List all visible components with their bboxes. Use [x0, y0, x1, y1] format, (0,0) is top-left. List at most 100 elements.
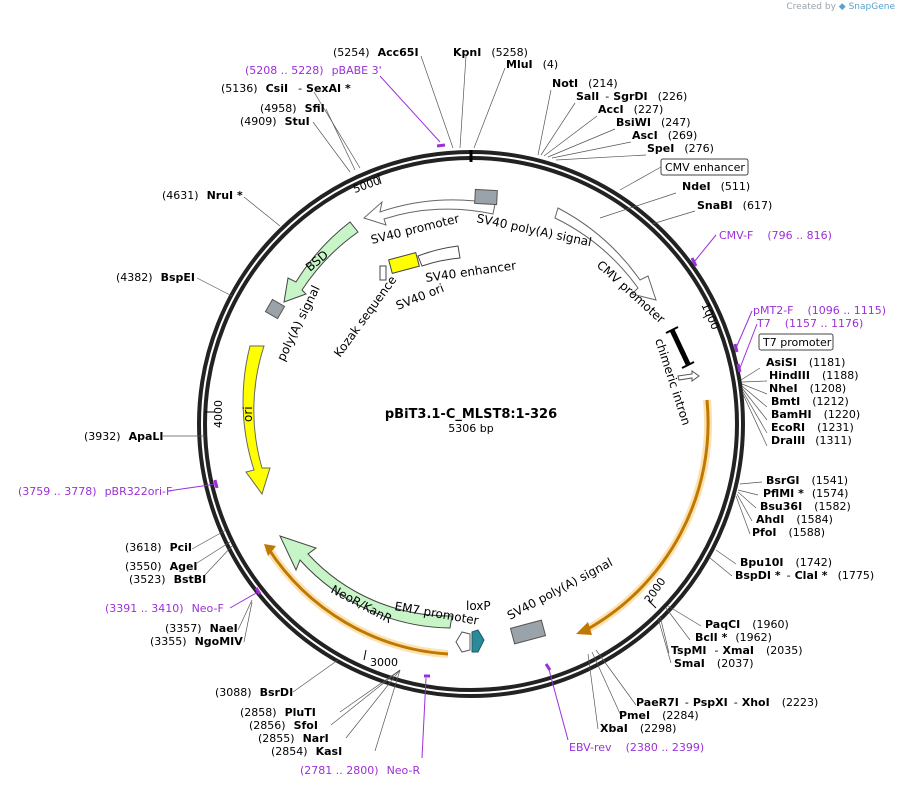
site-bcli: BclI *(1962) — [695, 631, 772, 644]
grey-feature-top — [474, 188, 498, 206]
primer-leader-lines — [167, 75, 758, 759]
site-bsrdi: (3088)BsrDI — [215, 686, 293, 699]
tick-1000: 1000 — [698, 301, 721, 332]
sv40-enhancer-box — [417, 245, 461, 267]
site-noti: NotI(214) — [552, 77, 618, 90]
tick-label-3000: 3000 — [370, 656, 398, 669]
orf-arc-left — [266, 547, 449, 656]
site-paer7i: PaeR7I-PspXI-XhoI(2223) — [636, 696, 818, 709]
site-bsiwi: BsiWI(247) — [616, 116, 691, 129]
tick-label-4000: 4000 — [212, 400, 225, 428]
tick-3000: 3000 — [363, 649, 398, 669]
site-smai: SmaI(2037) — [674, 657, 753, 670]
site-ndei: NdeI(511) — [682, 180, 750, 193]
primer-marks — [213, 143, 742, 678]
site-ecori: EcoRI(1231) — [771, 421, 854, 434]
bsd-arrow — [283, 221, 359, 303]
site-nari: (2855)NarI — [258, 732, 329, 745]
site-kasi: (2854)KasI — [271, 745, 342, 758]
tick-label-1000: 1000 — [698, 301, 721, 332]
chimeric-intron-cap-top — [665, 326, 679, 334]
loxp-arrow — [471, 629, 485, 653]
feature-ori: ori — [241, 406, 255, 422]
site-mlui: MluI(4) — [506, 58, 558, 71]
site-bspei: (4382)BspEI — [116, 271, 195, 284]
neo-kanr-arrow — [279, 535, 453, 629]
site-asisi: AsiSI(1181) — [766, 356, 845, 369]
site-tspmi: TspMI-XmaI(2035) — [671, 644, 803, 657]
site-xbai: XbaI(2298) — [600, 722, 676, 735]
site-sali: SalI-SgrDI(226) — [576, 90, 687, 103]
kozak-mark — [379, 265, 387, 281]
site-pfoi: PfoI(1588) — [752, 526, 825, 539]
site-spei: SpeI(276) — [647, 142, 714, 155]
em7-small-arrow — [455, 631, 471, 653]
site-pluti: (2858)PluTI — [240, 706, 316, 719]
primer-pbabe3: (5208 .. 5228)pBABE 3' — [245, 64, 382, 77]
site-ahdi: AhdI(1584) — [756, 513, 833, 526]
site-naei: (3357)NaeI — [165, 622, 238, 635]
sv40-ori-box — [388, 252, 420, 274]
chimeric-intron-cap-bottom — [681, 361, 695, 369]
site-draiii: DraIII(1311) — [771, 434, 852, 447]
site-pflmi: PflMI *(1574) — [763, 487, 848, 500]
tick-4000: 4000 — [205, 400, 225, 428]
feature-sv40-ori: SV40 ori — [394, 281, 446, 313]
sv40-promoter-arrow — [363, 199, 496, 226]
primer-pmt2-f: pMT2-F(1096 .. 1115) — [753, 304, 886, 317]
grey-feature-bottom — [509, 619, 547, 645]
t7-promoter-box — [758, 333, 834, 351]
orf-arc-right — [585, 399, 710, 632]
primer-pbr322ori-f: (3759 .. 3778)pBR322ori-F — [18, 485, 172, 498]
feature-kozak: Kozak sequence — [331, 273, 399, 360]
site-acci: AccI(227) — [598, 103, 663, 116]
ori-arrow — [242, 345, 271, 496]
credit-prefix: Created by — [786, 2, 836, 12]
feature-sv40-polya-top: SV40 poly(A) signal — [475, 211, 593, 249]
site-pcii: (3618)PciI — [125, 541, 192, 554]
site-acc65i: (5254)Acc65I — [333, 46, 419, 59]
feature-loxp: loxP — [466, 599, 491, 613]
primer-t7: T7(1157 .. 1176) — [756, 317, 863, 330]
site-hindiii: HindIII(1188) — [769, 369, 859, 382]
t7-promoter-label: T7 promoter — [762, 336, 832, 349]
feature-sv40-polya-bottom: SV40 poly(A) signal — [505, 555, 615, 622]
cmv-promoter-arrow — [554, 207, 657, 301]
site-bamhi: BamHI(1220) — [771, 408, 860, 421]
credit-brand: SnapGene — [848, 2, 895, 12]
site-nhei: NheI(1208) — [769, 382, 846, 395]
site-ngomiv: (3355)NgoMIV — [150, 635, 243, 648]
primer-cmv-f: CMV-F(796 .. 816) — [719, 229, 832, 242]
cmv-enhancer-label: CMV enhancer — [665, 161, 745, 174]
feature-chimeric-intron: chimeric intron — [652, 337, 693, 427]
site-bsu36i: Bsu36I(1582) — [760, 500, 851, 513]
site-kpni: KpnI(5258) — [453, 46, 528, 59]
plasmid-length: 5306 bp — [448, 422, 493, 435]
site-sfoi: (2856)SfoI — [249, 719, 318, 732]
site-nrui: (4631)NruI * — [162, 189, 243, 202]
site-bpu10i: Bpu10I(1742) — [740, 556, 832, 569]
site-bmti: BmtI(1212) — [771, 395, 849, 408]
plasmid-name: pBiT3.1-C_MLST8:1-326 — [385, 407, 557, 422]
snapgene-credit: Created by ◆ SnapGene — [786, 2, 895, 12]
primer-neo-f: (3391 .. 3410)Neo-F — [105, 602, 224, 615]
site-stui: (4909)StuI — [240, 115, 310, 128]
leader-lines — [163, 55, 768, 752]
grey-feature-left — [264, 298, 286, 320]
site-paqci: PaqCI(1960) — [705, 618, 789, 631]
t7-promoter-arrow — [677, 370, 700, 382]
site-asci: AscI(269) — [632, 129, 697, 142]
site-apali: (3932)ApaLI — [84, 430, 164, 443]
site-agei: (3550)AgeI — [125, 560, 198, 573]
primer-neo-r: (2781 .. 2800)Neo-R — [300, 764, 420, 777]
primer-ebv-rev: EBV-rev(2380 .. 2399) — [569, 741, 704, 754]
site-sfii: (4958)SfiI — [260, 102, 325, 115]
site-bsrgi: BsrGI(1541) — [766, 474, 848, 487]
chimeric-intron-bar — [669, 328, 691, 366]
snapgene-logo: ◆ — [838, 2, 846, 12]
site-snabi: SnaBI(617) — [697, 199, 772, 212]
site-pmei: PmeI(2284) — [619, 709, 699, 722]
orf-arrowhead-left — [264, 544, 276, 556]
site-csii: (5136)CsiI-SexAI * — [221, 82, 351, 95]
